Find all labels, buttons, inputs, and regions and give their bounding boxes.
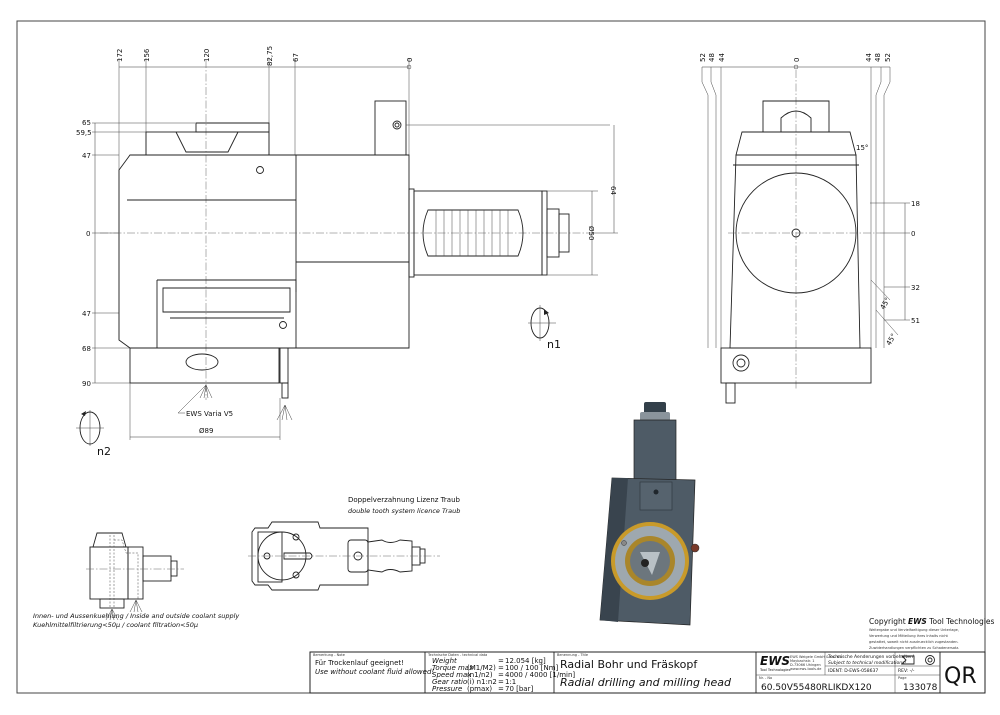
svg-text:Copyright EWS Tool Technologie: Copyright EWS Tool Technologies [869, 617, 994, 626]
dim-65: 65 [82, 119, 91, 127]
qr-label: QR [944, 664, 977, 689]
fdim-18: 18 [911, 200, 920, 208]
svg-text:Weight: Weight [432, 657, 457, 665]
svg-text:70 [bar]: 70 [bar] [505, 685, 533, 693]
svg-text:(pmax): (pmax) [467, 685, 492, 693]
svg-text:D-73066 Uhingen: D-73066 Uhingen [790, 663, 821, 667]
svg-text:Nr. - No: Nr. - No [759, 676, 772, 680]
fdim-0-right: 0 [911, 230, 915, 238]
shank-serrations [435, 210, 509, 256]
dim-90: 90 [82, 380, 91, 388]
top-view: Doppelverzahnung Lizenz Traub double too… [248, 496, 461, 591]
svg-text:100 / 100 [Nm]: 100 / 100 [Nm] [505, 664, 559, 672]
angle-45-a: 45° [879, 296, 892, 311]
sheet-border [16, 20, 986, 694]
svg-text:(n1/n2): (n1/n2) [467, 671, 493, 679]
copyright-notice: Copyright EWS Tool Technologies Weiterga… [869, 617, 994, 650]
change-de: Technische Aenderungen vorbehalten! [827, 654, 915, 660]
svg-text:EWS: EWS [760, 654, 790, 668]
dim-68: 68 [82, 345, 91, 353]
coolant-caption-1: Innen- und Aussenkuehlung / Inside and o… [33, 612, 239, 620]
rotation-n2-icon [76, 410, 104, 446]
dim-67: 67 [292, 53, 300, 62]
ident: IDENT: D-EWS-058637 [828, 668, 878, 674]
svg-text:Speed max: Speed max [432, 671, 472, 679]
dim-156: 156 [143, 48, 151, 62]
fdim-44-l: 44 [718, 53, 726, 62]
dim-172: 172 [116, 49, 124, 62]
dim-47-bottom: 47 [82, 310, 91, 318]
svg-text:=: = [498, 685, 504, 693]
svg-text:=: = [498, 657, 504, 665]
top-view-caption-en: double tooth system licence Traub [348, 507, 460, 515]
svg-text:(i) n1:n2: (i) n1:n2 [467, 678, 497, 686]
desc-header: Benennung - Title [557, 653, 588, 657]
tech-data-table: Weight = 12.054 [kg] Torque max (M1/M2) … [432, 657, 575, 693]
svg-text:=: = [498, 671, 504, 679]
fdim-44-r: 44 [865, 53, 873, 62]
projection-symbol-icon [900, 655, 935, 665]
front-view: 52 48 44 0 44 48 52 18 0 32 51 [699, 53, 920, 404]
svg-text:gestattet, soweit nicht ausdru: gestattet, soweit nicht ausdruecklich zu… [869, 640, 959, 644]
title-en: Radial drilling and milling head [560, 676, 732, 689]
revision: REV: -/- [898, 668, 915, 674]
drawing-number: 133078 [903, 683, 938, 693]
svg-text:Gear ratio: Gear ratio [432, 678, 467, 686]
fdim-52-r: 52 [884, 53, 892, 62]
rotation-n2-label: n2 [97, 445, 111, 458]
svg-text:Tool Technologies: Tool Technologies [759, 668, 791, 672]
svg-text:(M1/M2): (M1/M2) [467, 664, 496, 672]
svg-text:Zuwiderhandlungen verpflichten: Zuwiderhandlungen verpflichten zu Schade… [869, 646, 959, 650]
svg-text:12.054 [kg]: 12.054 [kg] [505, 657, 546, 665]
note-en: Use without coolant fluid allowed! [315, 668, 434, 676]
product-render-image [599, 402, 700, 626]
change-en: Subject to technical modifications! [828, 660, 906, 666]
dim-59-5: 59,5 [76, 129, 92, 137]
svg-text:Pressure: Pressure [432, 685, 462, 693]
dim-82-75: 82,75 [266, 46, 274, 66]
rotation-n1-icon [528, 305, 556, 341]
tech-header: Technische Daten - technical data [427, 653, 487, 657]
title-block: Bemerkung - Note Für Trockenlauf geeigne… [309, 651, 986, 694]
fdim-32: 32 [911, 284, 920, 292]
ews-logo: EWS Tool Technologies [759, 654, 791, 672]
note-de: Für Trockenlauf geeignet! [315, 659, 404, 667]
svg-text:=: = [498, 664, 504, 672]
rotation-n1-label: n1 [547, 338, 561, 351]
note-header: Bemerkung - Note [313, 653, 345, 657]
dim-120: 120 [203, 49, 211, 62]
svg-text:Verwertung und Mitteilung ihre: Verwertung und Mitteilung ihres Inhalts … [869, 634, 949, 638]
fdim-48-l: 48 [708, 53, 716, 62]
dim-0-left: 0 [86, 230, 90, 238]
coolant-caption-2: Kuehlmittelfiltrierung<50µ / coolant fil… [33, 621, 198, 629]
dim-dia-50: Ø50 [587, 226, 595, 240]
svg-text:www.ews-tools.de: www.ews-tools.de [790, 667, 821, 671]
side-view: 172 156 120 82,75 67 0 65 59,5 47 0 47 6… [76, 46, 618, 458]
top-view-caption-de: Doppelverzahnung Lizenz Traub [348, 496, 461, 504]
svg-text:EWS Weigele GmbH & Co. KG: EWS Weigele GmbH & Co. KG [790, 655, 842, 659]
fdim-48-r: 48 [874, 53, 882, 62]
coolant-schematic: Innen- und Aussenkuehlung / Inside and o… [33, 532, 239, 629]
angle-45-b: 45° [885, 332, 898, 347]
svg-text:Page: Page [898, 676, 906, 680]
svg-text:Torque max: Torque max [432, 664, 474, 672]
svg-text:=: = [498, 678, 504, 686]
dim-64: 64 [609, 186, 617, 195]
svg-text:1:1: 1:1 [505, 678, 516, 686]
fdim-52-l: 52 [699, 53, 707, 62]
dim-47-top: 47 [82, 152, 91, 160]
title-de: Radial Bohr und Fräskopf [560, 658, 698, 671]
svg-text:4000 / 4000 [1/min]: 4000 / 4000 [1/min] [505, 671, 575, 679]
svg-text:Maybachstr. 1: Maybachstr. 1 [790, 659, 815, 663]
dim-0-top: 0 [406, 58, 414, 62]
svg-text:Weitergabe und Vervielfaeltigu: Weitergabe und Vervielfaeltigung dieser … [869, 628, 959, 632]
fdim-0: 0 [793, 58, 801, 62]
angle-15: 15° [856, 144, 868, 152]
part-number: 60.50V55480RLIKDX120 [761, 683, 872, 693]
coolant-label: EWS Varia V5 [186, 410, 233, 418]
fdim-51: 51 [911, 317, 920, 325]
dim-dia-89: Ø89 [199, 427, 213, 435]
